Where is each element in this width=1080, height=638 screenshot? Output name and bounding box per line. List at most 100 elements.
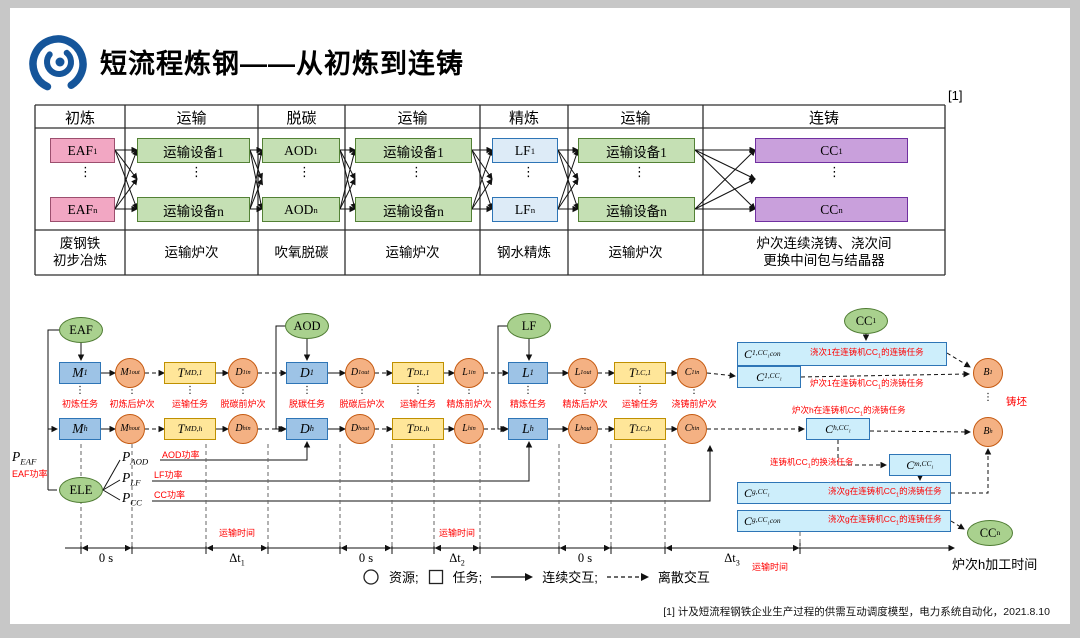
lb-pourg-label: 浇次g在连铸机CC1的浇铸任务 [828,486,942,499]
table-caption-refine: 钢水精炼 [497,244,551,260]
lb-mo-label: 初炼后炉次 [109,399,155,409]
ts-6-label: Δt3 [724,551,740,568]
lb-di-label: 脱碳前炉次 [220,399,266,409]
transport3-box: 运输设备1 [578,138,695,163]
ax-label: 炉次h加工时间 [952,557,1038,572]
transport1n-box: 运输设备n [137,197,250,222]
table-header-decarb: 脱碳 [286,109,317,127]
eaf-node: EAF [59,317,103,343]
pw-aod-label: AOD功率 [162,450,200,460]
ts-1-label: 0 s [98,551,114,565]
ellipsis-dots: ⋮ [523,385,533,396]
table-dots: ⋮ [828,164,841,179]
ele-node: ELE [59,477,103,503]
page-title: 短流程炼钢——从初炼到连铸 [100,49,464,79]
ellipsis-dots: ⋮ [464,385,474,396]
table-dots: ⋮ [522,164,535,179]
table-caption-transport3: 运输炉次 [608,244,663,260]
table-dots: ⋮ [79,164,92,179]
lb-li-label: 精炼前炉次 [446,399,492,409]
table-header-transport1: 运输 [176,109,207,127]
lb-switch-label: 连铸机CC1的换浇任务 [770,457,854,470]
p-cc-label: PCC [122,490,142,508]
lb-do-label: 脱碳后炉次 [339,399,385,409]
ellipsis-dots: ⋮ [580,385,590,396]
table-dots: ⋮ [633,164,646,179]
reference-marker: [1] [948,88,963,103]
ellipsis-dots: ⋮ [635,385,645,396]
table-dots: ⋮ [190,164,203,179]
ellipsis-dots: ⋮ [689,385,699,396]
aod-node: AOD [285,313,329,339]
lb-ci-label: 浇铸前炉次 [671,399,717,409]
tt-3-label: 运输时间 [751,562,789,572]
legend-discrete-icon [606,572,649,581]
lb-pour1-label: 炉次1在连铸机CC1的浇铸任务 [810,378,924,391]
wires-svg [34,104,992,554]
p-lf-label: PLF [122,470,141,488]
legend-continuous-label: 连续交互; [542,570,598,585]
legend: 资源; 任务; 连续交互; 离散交互 [362,567,710,586]
ellipsis-dots: ⋮ [185,385,195,396]
legend-task-label: 任务; [452,570,483,585]
table-header-casting: 连铸 [808,109,839,127]
ellipsis-dots: ⋮ [357,385,367,396]
logo-icon [29,35,87,93]
lb-m-label: 初炼任务 [61,399,99,409]
lb-pourh-label: 炉次h在连铸机CC1的浇铸任务 [792,405,906,418]
slide: 短流程炼钢——从初炼到连铸 [1] 初炼 运输 脱碳 运输 精炼 运输 连铸 E… [10,8,1070,624]
ellipsis-dots: ⋮ [983,392,993,403]
lb-castcon1-label: 浇次1在连铸机CC1的连铸任务 [810,347,924,360]
table-caption-casting: 炉次连续浇铸、浇次间 更换中间包与结晶器 [756,236,892,268]
transport2n-box: 运输设备n [355,197,472,222]
legend-task-icon [428,569,443,584]
table-header-transport2: 运输 [397,109,428,127]
ts-4-label: Δt2 [449,551,465,568]
lb-tlc-label: 运输任务 [621,399,659,409]
p-eaf-label: PEAF [12,449,37,467]
lb-l-label: 精炼任务 [509,399,547,409]
ts-5-label: 0 s [577,551,593,565]
pw-lf-label: LF功率 [154,470,183,480]
legend-continuous-icon [491,572,534,581]
tt-2-label: 运输时间 [438,528,476,538]
transport1-box: 运输设备1 [137,138,250,163]
pw-cc-label: CC功率 [154,490,185,500]
ellipsis-dots: ⋮ [127,385,137,396]
pw-eaf-label: EAF功率 [12,469,48,479]
lb-billet-label: 铸坯 [1006,396,1027,408]
ellipsis-dots: ⋮ [75,385,85,396]
table-header-refining: 初炼 [64,109,95,127]
lb-d-label: 脱碳任务 [288,399,326,409]
